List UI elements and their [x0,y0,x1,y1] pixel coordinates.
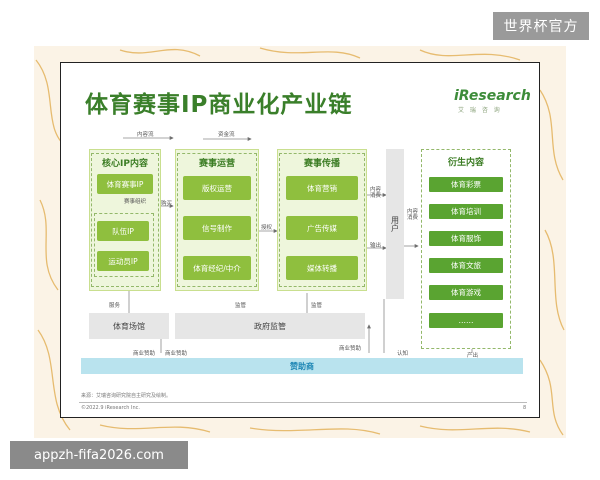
footer-copyright: ©2022.9 iResearch Inc. [81,405,140,411]
core-ip-item-sports-event: 体育赛事IP [97,174,153,194]
broadcast-dashed-box [279,153,365,287]
footer-divider [79,402,527,403]
slide-title: 体育赛事IP商业化产业链 [85,92,353,118]
recognize-label: 认知 [397,351,409,357]
produce-label: 产出 [467,353,479,359]
user-column: 用户 [386,149,404,299]
watermark-bottom: appzh-fifa2026.com [10,441,188,469]
content-consume-label-1: 内容消费 [370,187,382,199]
venue-box: 体育场馆 [89,313,169,339]
brand-sponsor-label-2: 商业赞助 [165,351,188,357]
page-number: 8 [523,405,527,411]
purchase-label: 购买 [161,201,173,207]
broadcast-header: 赛事传播 [303,159,340,169]
money-flow-label: 资金流 [218,132,235,138]
event-org-note: 赛事组织 [124,199,147,205]
operation-item-copyright: 版权运营 [183,176,251,200]
footer-source: 来源：艾瑞咨询研究院自主研究及绘制。 [81,393,172,399]
operation-dashed-box [177,153,257,287]
license-label: 授权 [261,225,273,231]
slide: 体育赛事IP商业化产业链 iResearch 艾 瑞 咨 询 内容流 资金流 [60,62,540,418]
broadcast-item-media: 媒体转播 [286,256,358,280]
content-consume-label-2: 内容消费 [407,209,419,221]
content-flow-label: 内容流 [137,132,154,138]
sponsor-bar: 赞助商 [81,358,523,374]
output-label: 输出 [370,243,382,249]
team-athlete-box [94,213,154,277]
derivative-item-tourism: 体育文旅 [429,258,503,273]
operation-item-signal: 信号制作 [183,216,251,240]
broadcast-item-marketing: 体育营销 [286,176,358,200]
brand-sponsor-label-3: 商业赞助 [339,346,362,352]
supervise-label-2: 监管 [311,303,323,309]
core-ip-item-team: 队伍IP [97,221,149,241]
core-ip-item-athlete: 运动员IP [97,251,149,271]
derivative-item-games: 体育游戏 [429,285,503,300]
derivative-item-apparel: 体育服饰 [429,231,503,246]
government-box: 政府监管 [175,313,365,339]
supervise-label-1: 监管 [235,303,247,309]
watermark-top: 世界杯官方 [493,12,589,40]
derivatives-box [421,149,511,349]
iresearch-logo: iResearch 艾 瑞 咨 询 [454,83,531,114]
logo-subtitle: 艾 瑞 咨 询 [458,107,502,114]
core-ip-header: 核心IP内容 [102,159,148,169]
derivatives-header: 衍生内容 [447,158,484,168]
service-label: 服务 [109,303,121,309]
operation-item-agency: 体育经纪/中介 [183,256,251,280]
logo-word: iResearch [454,88,531,104]
derivative-item-lottery: 体育彩票 [429,177,503,192]
derivative-item-more: …… [429,313,503,328]
brand-sponsor-label-1: 商业赞助 [133,351,156,357]
operation-header: 赛事运营 [198,159,235,169]
derivative-item-training: 体育培训 [429,204,503,219]
broadcast-item-advertising: 广告传媒 [286,216,358,240]
core-ip-dashed-box [91,153,159,287]
